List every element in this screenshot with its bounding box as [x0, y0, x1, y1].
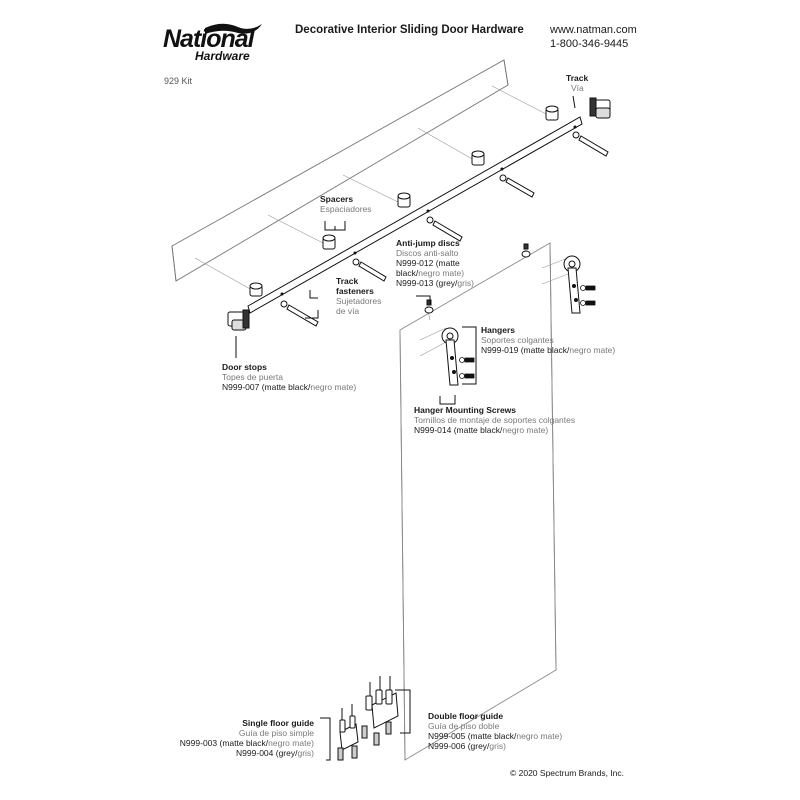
label-track-fasteners-2: fasteners: [336, 286, 374, 296]
part-single-guide-1a: N999-003 (matte black/: [179, 738, 269, 748]
spacer-4: [471, 150, 485, 166]
page-title: Decorative Interior Sliding Door Hardwar…: [295, 24, 524, 36]
door-stop-right: [589, 97, 611, 119]
spacer-3: [397, 192, 411, 208]
spacer-1: [249, 282, 263, 297]
screw-r1: [580, 285, 596, 291]
label-hangers-es: Soportes colgantes: [481, 335, 554, 345]
label-track-fasteners-es1: Sujetadores: [336, 296, 382, 306]
label-track-es: Vía: [571, 83, 584, 93]
spacers: [249, 105, 559, 297]
spacer-5: [545, 105, 559, 121]
part-anti-jump-2b: negro mate): [418, 268, 465, 278]
brand-subname: Hardware: [195, 49, 250, 63]
part-door-stops-b: negro mate): [310, 382, 357, 392]
bolt-2: [352, 258, 387, 282]
part-anti-jump-3a: N999-013 (grey/: [396, 278, 458, 288]
kit-number: 929 Kit: [164, 76, 193, 86]
part-anti-jump-2: black/negro mate): [396, 268, 464, 278]
door-stop-left: [227, 309, 250, 331]
label-track-fasteners-es2: de vía: [336, 306, 360, 316]
part-door-stops-a: N999-007 (matte black/: [222, 382, 311, 392]
track-fasteners: [280, 131, 609, 327]
label-hangers: Hangers: [481, 325, 516, 335]
label-double-guide-es: Guía de piso doble: [428, 721, 500, 731]
website-link[interactable]: www.natman.com: [550, 24, 637, 36]
label-spacers: Spacers: [320, 194, 354, 204]
label-hanger-screws-es: Tornillos de montaje de soportes colgant…: [414, 415, 576, 425]
phone-number: 1-800-346-9445: [550, 38, 629, 50]
part-double-guide-2b: gris): [489, 741, 506, 751]
part-door-stops: N999-007 (matte black/negro mate): [222, 382, 356, 392]
bolt-5: [572, 131, 609, 157]
part-double-guide-1b: negro mate): [516, 731, 563, 741]
spacer-2: [322, 234, 336, 250]
part-hanger-screws: N999-014 (matte black/negro mate): [414, 425, 548, 435]
label-hanger-screws: Hanger Mounting Screws: [414, 405, 517, 415]
label-door-stops: Door stops: [222, 362, 267, 372]
alignment-lines: [194, 85, 569, 357]
part-single-guide-2a: N999-004 (grey/: [236, 748, 298, 758]
part-double-guide-1: N999-005 (matte black/negro mate): [428, 731, 562, 741]
label-anti-jump: Anti-jump discs: [396, 238, 460, 248]
part-hangers: N999-019 (matte black/negro mate): [481, 345, 615, 355]
part-double-guide-2: N999-006 (grey/gris): [428, 741, 506, 751]
hanger-right: [563, 255, 581, 314]
part-single-guide-1b: negro mate): [268, 738, 314, 748]
anti-jump-discs: [424, 243, 531, 314]
part-single-guide-2b: gris): [297, 748, 314, 758]
part-single-guide-2: N999-004 (grey/gris): [236, 748, 314, 758]
label-double-guide: Double floor guide: [428, 711, 504, 721]
label-single-guide-es-text: Guía de piso simple: [238, 728, 314, 738]
label-door-stops-es: Topes de puerta: [222, 372, 283, 382]
part-anti-jump-3: N999-013 (grey/gris): [396, 278, 474, 288]
part-anti-jump-2a: black/: [396, 268, 419, 278]
screw-l1: [459, 357, 475, 363]
part-single-guide-1: N999-003 (matte black/negro mate): [180, 738, 314, 748]
label-spacers-es: Espaciadores: [320, 204, 372, 214]
part-hangers-b: negro mate): [569, 345, 616, 355]
copyright: © 2020 Spectrum Brands, Inc.: [510, 768, 624, 778]
logo-swoosh: [205, 23, 262, 34]
part-hangers-a: N999-019 (matte black/: [481, 345, 570, 355]
label-track: Track: [566, 73, 589, 83]
part-double-guide-1a: N999-005 (matte black/: [428, 731, 517, 741]
label-single-guide: Single floor guide: [242, 718, 314, 728]
screw-r2: [580, 300, 596, 306]
bolt-4: [499, 174, 535, 198]
brand-logo: National Hardware: [163, 25, 255, 62]
label-anti-jump-es: Discos anti-salto: [396, 248, 459, 258]
header-board: [171, 59, 509, 282]
label-single-guide-es: Guía de piso simple: [239, 728, 314, 738]
part-hanger-screws-b: negro mate): [502, 425, 549, 435]
part-anti-jump-3b: gris): [457, 278, 474, 288]
callout-lines: [235, 95, 576, 761]
brand-name: National: [163, 25, 255, 53]
door-panel: [399, 242, 557, 761]
hanger-screws: [459, 285, 596, 379]
part-double-guide-2a: N999-006 (grey/: [428, 741, 490, 751]
hanger-left: [441, 327, 459, 386]
part-hanger-screws-a: N999-014 (matte black/: [414, 425, 503, 435]
track-holes: [280, 125, 577, 296]
part-anti-jump-1: N999-012 (matte: [396, 258, 460, 268]
screw-l2: [459, 373, 475, 379]
double-floor-guide: [361, 676, 399, 746]
label-track-fasteners-1: Track: [336, 276, 359, 286]
single-floor-guide: [337, 704, 359, 761]
bolt-1: [280, 300, 319, 327]
bolt-3: [426, 216, 463, 242]
